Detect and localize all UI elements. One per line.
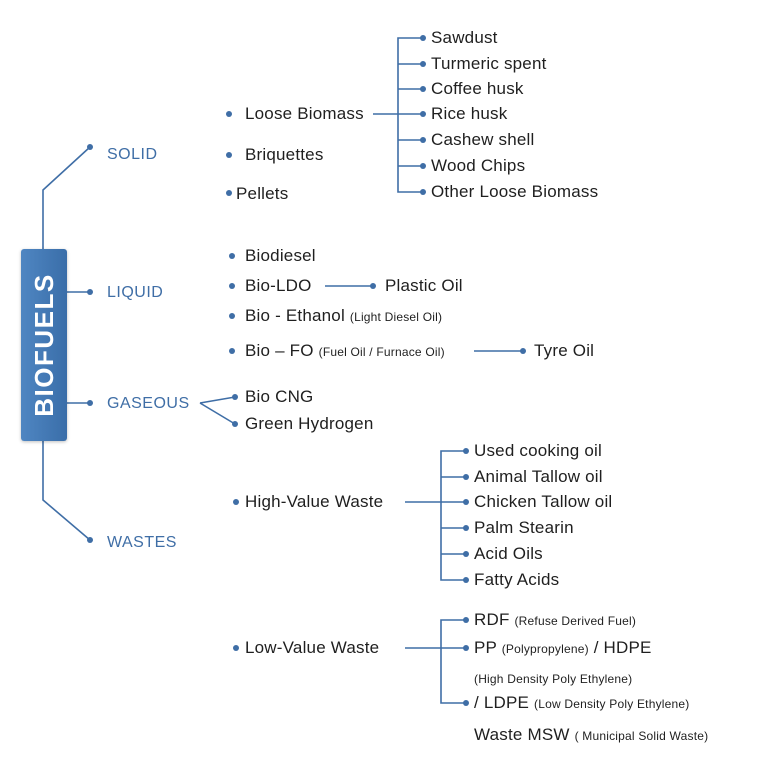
connector-wastes: [42, 441, 91, 541]
liquid-item-bio-fo: Bio – FO (Fuel Oil / Furnace Oil): [245, 341, 445, 362]
waste-item-low-value: Low-Value Waste: [245, 638, 380, 657]
ldpe-note: (Low Density Poly Ethylene): [534, 697, 690, 711]
category-solid: SOLID: [107, 146, 158, 163]
root-label: BIOFUELS: [29, 273, 59, 417]
category-gaseous: GASEOUS: [107, 395, 190, 412]
msw-label: Waste MSW: [474, 725, 570, 744]
liquid-item-tyre-oil: Tyre Oil: [534, 341, 595, 360]
high-value-item: Animal Tallow oil: [474, 467, 603, 486]
category-wastes: WASTES: [107, 534, 177, 551]
ldpe-label: / LDPE: [474, 693, 530, 712]
solid-item-loose-biomass: Loose Biomass: [245, 104, 364, 123]
bio-fo-note: (Fuel Oil / Furnace Oil): [318, 345, 445, 359]
bio-ethanol-label: Bio - Ethanol: [245, 306, 345, 325]
solid-item-pellets: Pellets: [236, 184, 289, 203]
bracket-low-value: [440, 619, 466, 704]
connector-solid: [42, 146, 91, 249]
high-value-item: Used cooking oil: [474, 441, 602, 460]
bio-ethanol-note: (Light Diesel Oil): [349, 310, 443, 324]
root-node: [21, 249, 67, 441]
liquid-item-bio-ldo: Bio-LDO: [245, 276, 312, 295]
loose-biomass-item: Other Loose Biomass: [431, 182, 599, 201]
high-value-item: Acid Oils: [474, 544, 543, 563]
bracket-loose-biomass: [397, 37, 423, 193]
bracket-high-value: [440, 450, 466, 581]
liquid-item-biodiesel: Biodiesel: [245, 246, 316, 265]
waste-item-high-value: High-Value Waste: [245, 492, 384, 511]
connector-green-hydrogen: [199, 402, 236, 425]
pp-label: PP: [474, 638, 497, 657]
low-value-item-ldpe: / LDPE (Low Density Poly Ethylene): [474, 693, 689, 714]
loose-biomass-item: Wood Chips: [431, 156, 526, 175]
msw-note: ( Municipal Solid Waste): [574, 729, 709, 743]
loose-biomass-item: Sawdust: [431, 28, 498, 47]
pp-note: (Polypropylene): [501, 642, 589, 656]
gaseous-item-bio-cng: Bio CNG: [245, 387, 314, 406]
connector-bio-cng: [199, 396, 236, 404]
low-value-item-pp: PP (Polypropylene) / HDPE: [474, 638, 652, 659]
low-value-item-msw: Waste MSW ( Municipal Solid Waste): [474, 725, 708, 746]
hdpe-note: (High Density Poly Ethylene): [474, 672, 633, 686]
bio-fo-label: Bio – FO: [245, 341, 314, 360]
loose-biomass-item: Rice husk: [431, 104, 508, 123]
low-value-item-rdf: RDF (Refuse Derived Fuel): [474, 610, 636, 631]
gaseous-item-green-hydrogen: Green Hydrogen: [245, 414, 374, 433]
liquid-item-plastic-oil: Plastic Oil: [385, 276, 463, 295]
rdf-label: RDF: [474, 610, 510, 629]
loose-biomass-item: Turmeric spent: [431, 54, 547, 73]
high-value-item: Fatty Acids: [474, 570, 560, 589]
bullet-dots: [87, 35, 526, 706]
loose-biomass-item: Coffee husk: [431, 79, 524, 98]
category-liquid: LIQUID: [107, 284, 164, 301]
loose-biomass-item: Cashew shell: [431, 130, 535, 149]
rdf-note: (Refuse Derived Fuel): [514, 614, 637, 628]
hdpe-label: / HDPE: [593, 638, 652, 657]
liquid-item-bio-ethanol: Bio - Ethanol (Light Diesel Oil): [245, 306, 442, 327]
high-value-item: Palm Stearin: [474, 518, 574, 537]
solid-item-briquettes: Briquettes: [245, 145, 324, 164]
high-value-item: Chicken Tallow oil: [474, 492, 613, 511]
